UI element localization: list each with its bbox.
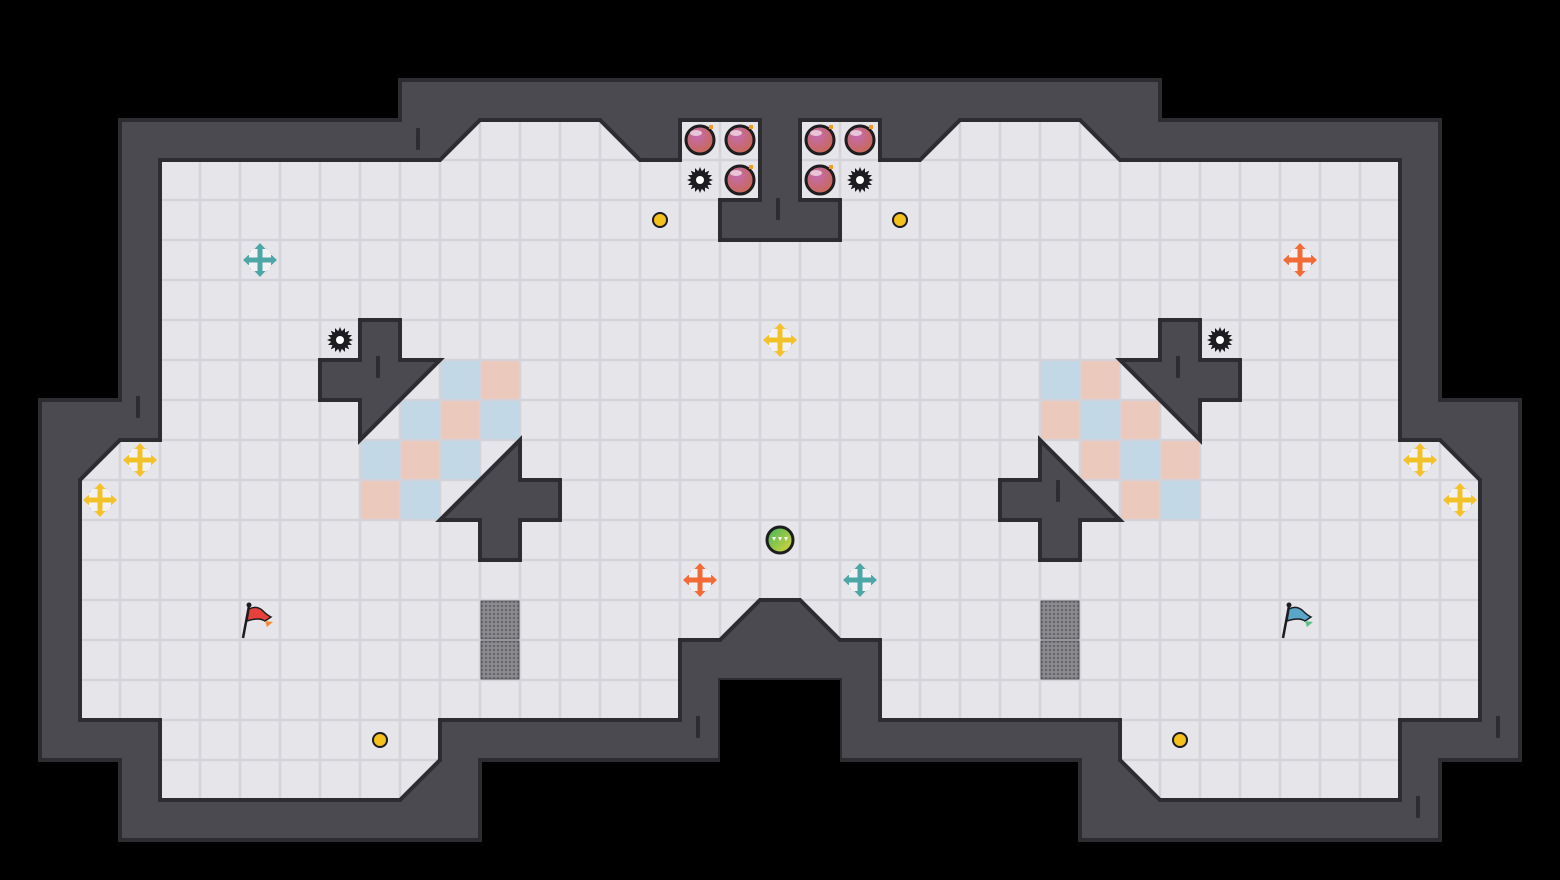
peach-tile — [361, 481, 399, 519]
saw-blade-icon — [847, 167, 873, 193]
bomb-icon — [844, 124, 876, 156]
move-arrows-icon — [1403, 443, 1437, 477]
move-arrows-icon — [1443, 483, 1477, 517]
bomb-icon — [724, 164, 756, 196]
saw-blade-icon — [327, 327, 353, 353]
wall-block — [435, 435, 562, 562]
bomb-icon — [804, 124, 836, 156]
floor — [78, 118, 1482, 802]
floor-grate — [1040, 600, 1080, 640]
player-ball[interactable] — [765, 525, 795, 555]
move-arrows-icon — [123, 443, 157, 477]
blue-tile — [481, 401, 519, 439]
wall-block — [1115, 318, 1242, 445]
wall-markings — [136, 128, 1500, 818]
blue-tile — [441, 361, 479, 399]
coin-icon — [372, 732, 388, 748]
blue-tile — [441, 441, 479, 479]
move-arrows-icon — [243, 243, 277, 277]
saw-blade-icon — [687, 167, 713, 193]
red-flag-icon — [241, 602, 273, 639]
peach-tile — [481, 361, 519, 399]
blue-tile — [1081, 401, 1119, 439]
move-arrows-icon — [763, 323, 797, 357]
peach-tile — [441, 401, 479, 439]
floor-grate — [1040, 640, 1080, 680]
peach-tile — [1041, 401, 1079, 439]
move-arrows-icon — [83, 483, 117, 517]
pit — [720, 680, 840, 880]
peach-tile — [401, 441, 439, 479]
coin-icon — [652, 212, 668, 228]
floor-grate — [480, 600, 520, 640]
move-arrows-icon — [1283, 243, 1317, 277]
move-arrows-icon — [683, 563, 717, 597]
blue-flag-icon — [1281, 602, 1313, 639]
blue-tile — [1121, 441, 1159, 479]
bomb-icon — [724, 124, 756, 156]
move-arrows-icon — [843, 563, 877, 597]
floor-grate — [480, 640, 520, 680]
coin-icon — [1172, 732, 1188, 748]
peach-tile — [1121, 481, 1159, 519]
blue-tile — [361, 441, 399, 479]
blue-tile — [401, 401, 439, 439]
saw-blade-icon — [1207, 327, 1233, 353]
blue-tile — [401, 481, 439, 519]
peach-tile — [1161, 441, 1199, 479]
wall-block — [318, 318, 445, 445]
bomb-icon — [804, 164, 836, 196]
blue-tile — [1041, 361, 1079, 399]
blue-tile — [1161, 481, 1199, 519]
peach-tile — [1081, 361, 1119, 399]
peach-tile — [1121, 401, 1159, 439]
bomb-icon — [684, 124, 716, 156]
peach-tile — [1081, 441, 1119, 479]
coin-icon — [892, 212, 908, 228]
